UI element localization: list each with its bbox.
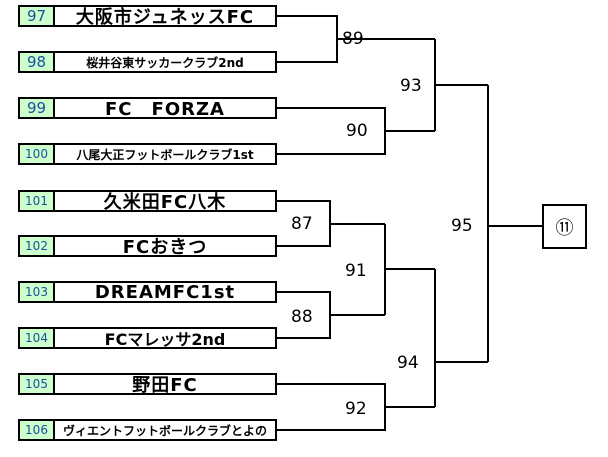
match-94-label: 94 xyxy=(397,353,419,373)
team-name: 野田FC xyxy=(132,375,198,393)
team-106: 106 ヴィエントフットボールクラブとよの xyxy=(18,419,277,441)
match-88-label: 88 xyxy=(291,307,313,327)
team-number: 105 xyxy=(20,375,55,393)
team-101: 101 久米田FC八木 xyxy=(18,190,277,212)
team-99: 99 FC FORZA xyxy=(18,97,277,119)
team-number: 101 xyxy=(20,192,55,210)
final-box: ⑪ xyxy=(542,204,587,249)
team-number: 106 xyxy=(20,421,55,439)
team-number: 99 xyxy=(20,99,55,117)
team-name: 久米田FC八木 xyxy=(103,192,227,210)
match-87-label: 87 xyxy=(291,214,313,234)
match-92-label: 92 xyxy=(345,399,367,419)
team-number: 103 xyxy=(20,283,55,301)
team-number: 97 xyxy=(20,7,55,25)
team-number: 100 xyxy=(20,145,55,163)
match-89-label: 89 xyxy=(342,29,364,49)
team-name: ヴィエントフットボールクラブとよの xyxy=(62,423,267,438)
match-90-label: 90 xyxy=(346,121,368,141)
team-97: 97 大阪市ジュネッスFC xyxy=(18,5,277,27)
team-name: FC FORZA xyxy=(105,99,225,117)
team-name: DREAMFC1st xyxy=(94,283,236,301)
team-name: 大阪市ジュネッスFC xyxy=(75,7,255,25)
team-name: FCおきつ xyxy=(122,237,208,255)
team-number: 102 xyxy=(20,237,55,255)
team-100: 100 八尾大正フットボールクラブ1st xyxy=(18,143,277,165)
team-104: 104 FCマレッサ2nd xyxy=(18,327,277,349)
team-98: 98 桜井谷東サッカークラブ2nd xyxy=(18,51,277,73)
team-105: 105 野田FC xyxy=(18,373,277,395)
team-number: 98 xyxy=(20,53,55,71)
team-number: 104 xyxy=(20,329,55,347)
team-name: 八尾大正フットボールクラブ1st xyxy=(76,147,254,162)
team-103: 103 DREAMFC1st xyxy=(18,281,277,303)
match-91-label: 91 xyxy=(345,261,367,281)
match-95-label: 95 xyxy=(451,216,473,236)
team-name: FCマレッサ2nd xyxy=(104,330,226,347)
team-102: 102 FCおきつ xyxy=(18,235,277,257)
team-name: 桜井谷東サッカークラブ2nd xyxy=(86,55,244,70)
match-93-label: 93 xyxy=(400,76,422,96)
